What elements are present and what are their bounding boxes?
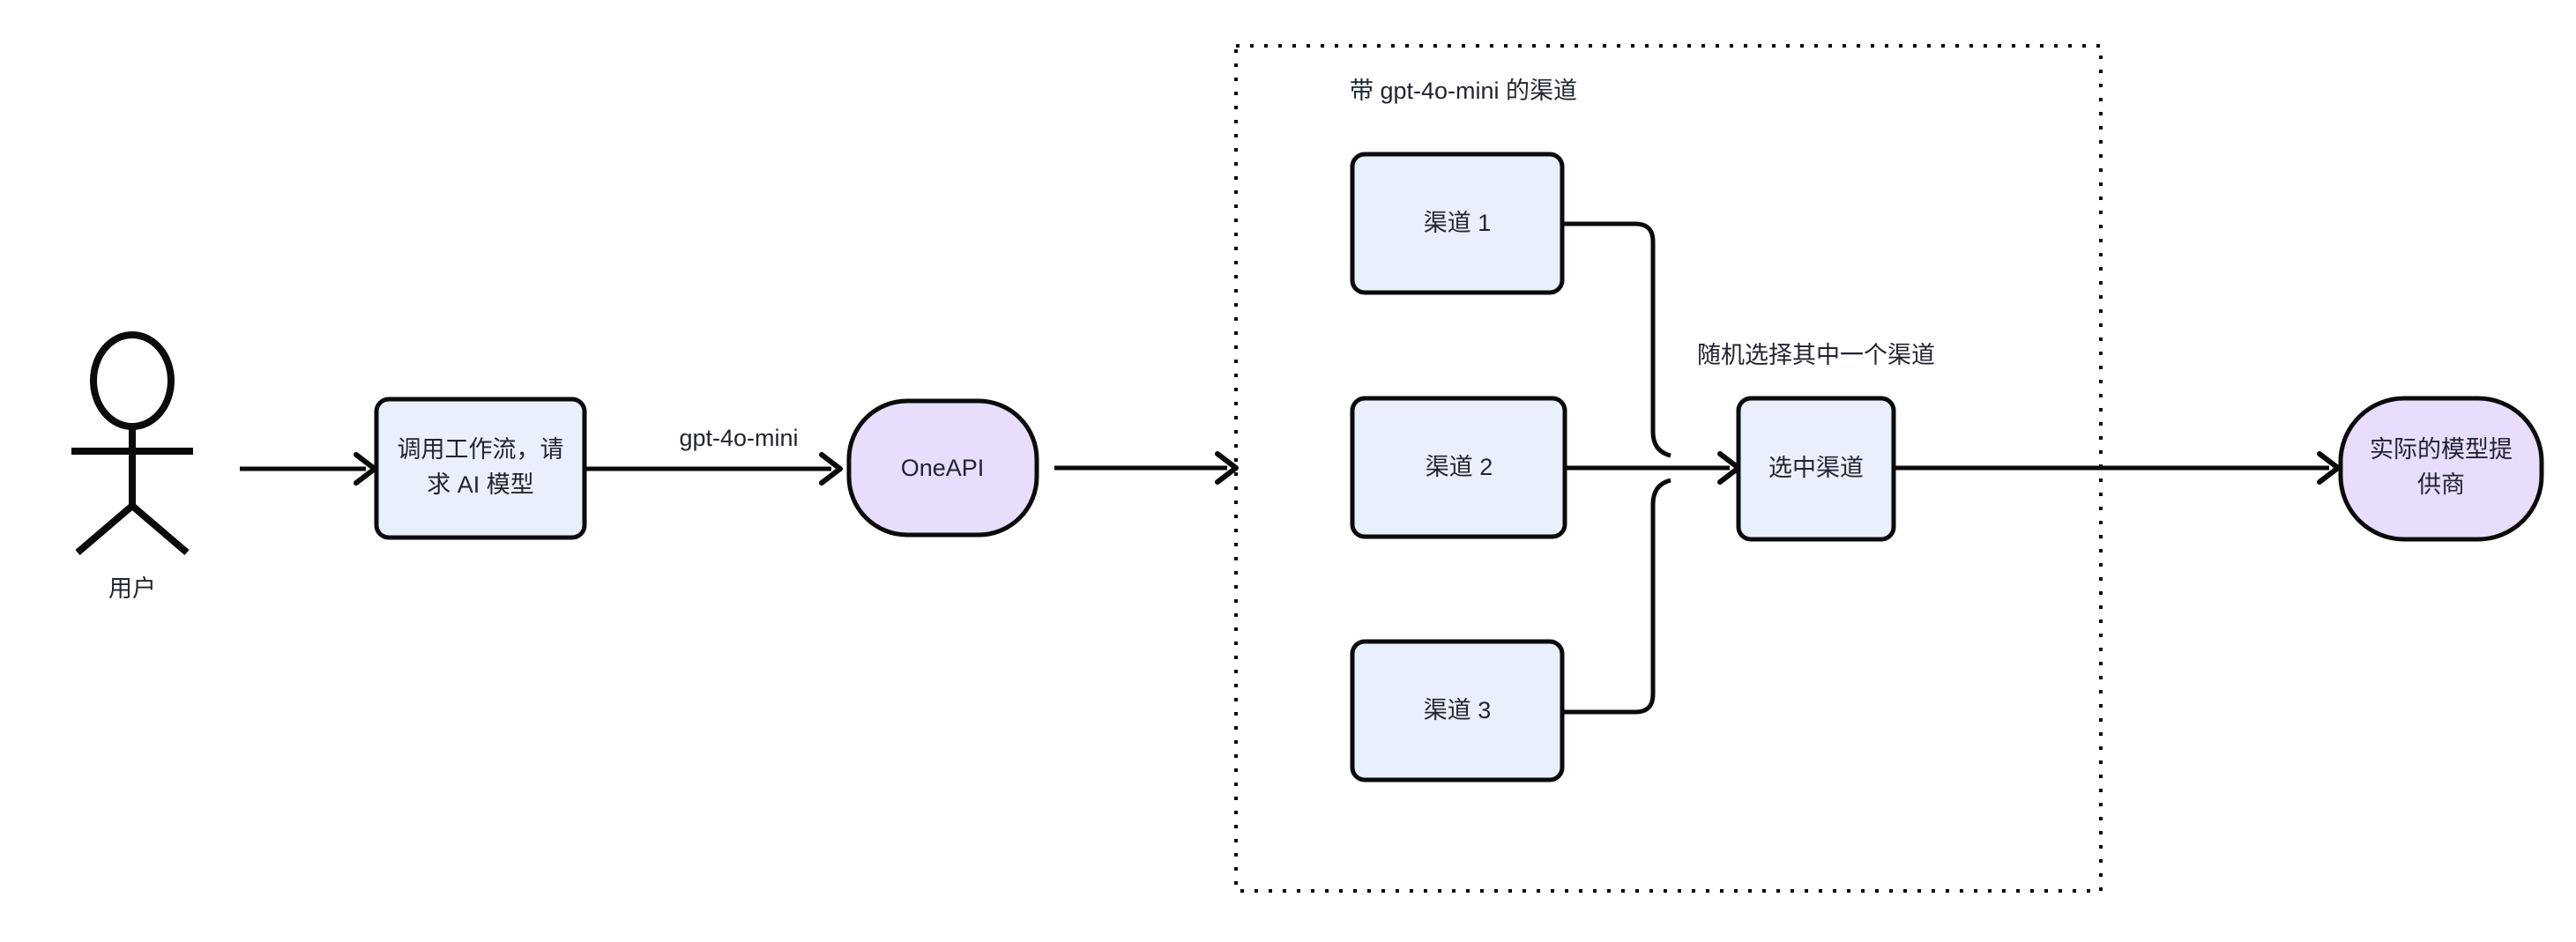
edge-line-channel-3 [1562, 478, 1671, 715]
node-channel-3[interactable]: 渠道 3 [1350, 639, 1565, 783]
node-channel-2[interactable]: 渠道 2 [1350, 396, 1567, 539]
edge-selected-to-provider [1894, 451, 2341, 485]
edge-label-random-select: 随机选择其中一个渠道 [1697, 342, 1935, 368]
node-workflow-label-line2: 求 AI 模型 [427, 471, 534, 498]
node-provider-label-line1: 实际的模型提 [2370, 436, 2513, 463]
edge-actor-to-workflow [240, 452, 377, 486]
node-selected-channel-label: 选中渠道 [1768, 455, 1864, 481]
edge-label-model: gpt-4o-mini [679, 425, 798, 451]
node-oneapi[interactable]: OneAPI [846, 398, 1039, 538]
channel-group-label: 带 gpt-4o-mini 的渠道 [1350, 78, 1577, 104]
actor-head-icon [90, 331, 175, 430]
arrowhead-oneapi-group [1215, 451, 1239, 485]
node-channel-2-label: 渠道 2 [1426, 454, 1493, 480]
node-workflow-label-line1: 调用工作流，请 [398, 436, 564, 463]
node-channel-1[interactable]: 渠道 1 [1350, 152, 1565, 295]
actor-leg-left-icon [75, 502, 135, 556]
node-selected-channel[interactable]: 选中渠道 [1736, 396, 1896, 542]
user-actor-label: 用户 [108, 575, 156, 602]
node-oneapi-shape[interactable] [846, 398, 1039, 538]
actor-leg-right-icon [130, 502, 190, 556]
arrowhead-workflow-oneapi [819, 452, 843, 486]
node-provider[interactable]: 实际的模型提 供商 [2338, 396, 2544, 542]
edge-channel-3-to-selected [1562, 478, 1671, 715]
node-oneapi-label: OneAPI [901, 455, 985, 481]
node-channel-1-label: 渠道 1 [1424, 210, 1492, 236]
edge-channel-1-to-selected [1562, 221, 1671, 458]
edge-workflow-to-oneapi: gpt-4o-mini [584, 425, 843, 486]
edge-oneapi-to-group [1054, 451, 1239, 485]
edge-line-channel-1 [1562, 221, 1671, 458]
node-workflow[interactable]: 调用工作流，请 求 AI 模型 [374, 397, 587, 540]
channel-group-container: 带 gpt-4o-mini 的渠道 [1234, 44, 2103, 893]
edge-channel-2-to-selected [1565, 451, 1741, 485]
node-workflow-shape[interactable] [374, 397, 587, 540]
node-provider-shape[interactable] [2338, 396, 2544, 542]
arrowhead-selected-provider [2317, 451, 2341, 485]
node-channel-3-label: 渠道 3 [1424, 697, 1492, 723]
node-provider-label-line2: 供商 [2417, 471, 2465, 498]
user-actor: 用户 [71, 331, 193, 602]
